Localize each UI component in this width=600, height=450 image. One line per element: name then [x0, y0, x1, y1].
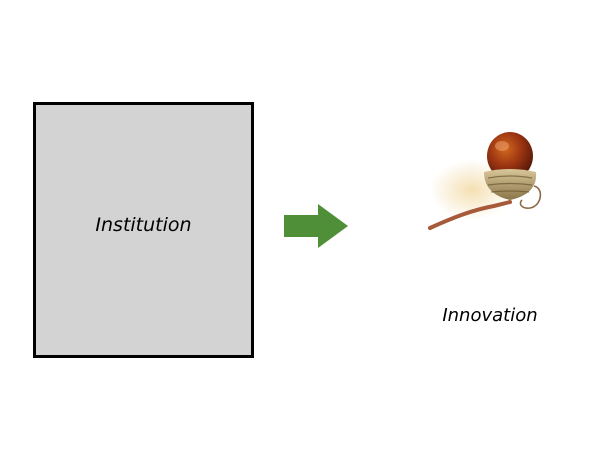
- acorn-icon: [428, 132, 542, 230]
- acorn-stem-curl: [519, 185, 542, 209]
- acorn-cap-texture: [487, 175, 533, 193]
- right-arrow-icon: [284, 204, 348, 248]
- acorn-highlight: [495, 141, 509, 151]
- institution-box: Institution: [33, 102, 254, 358]
- acorn-twig: [428, 200, 512, 230]
- arrow-shape: [284, 204, 348, 248]
- institution-label: Institution: [95, 214, 192, 236]
- innovation-label: Innovation: [442, 305, 538, 326]
